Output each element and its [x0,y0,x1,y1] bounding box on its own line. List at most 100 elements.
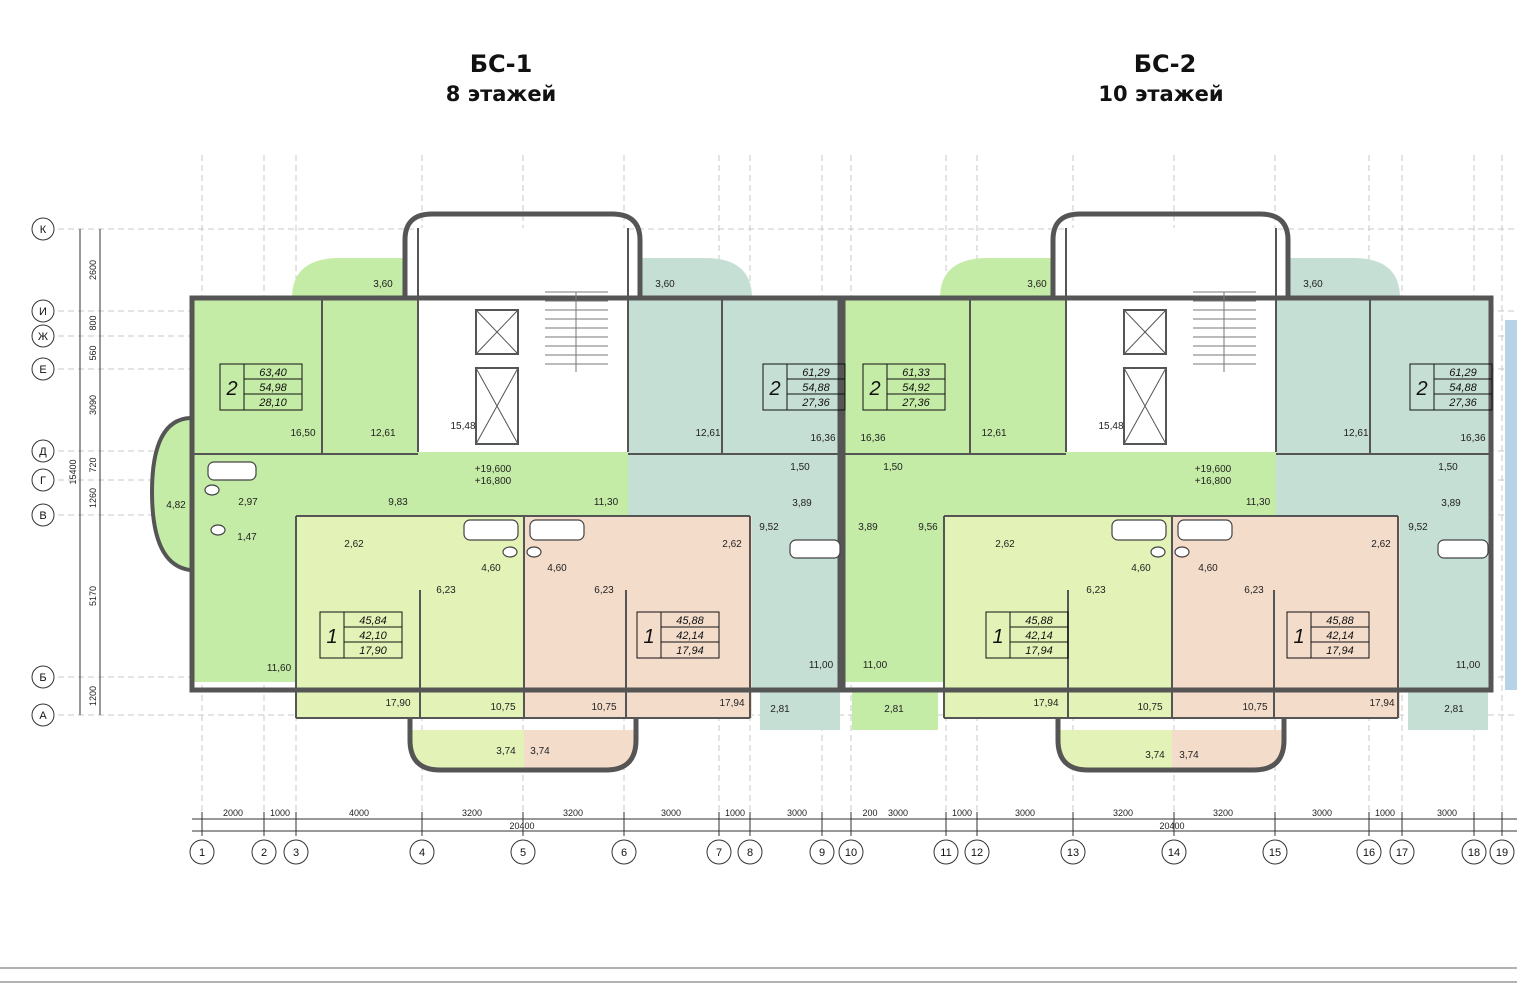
section-floors-bs1: 8 этажей [445,82,557,106]
room-area-label: +19,600 [1195,464,1232,475]
col-axis-marker [737,839,763,865]
row-axis-label: Д [39,446,47,458]
stair-wall [402,211,643,298]
room-fill [296,516,524,718]
room-area-label: 1,47 [237,532,257,543]
section-title-bs2: БС-2 [1133,50,1197,78]
apartment-total-area: 45,88 [1326,615,1354,627]
row-axis-marker [31,665,55,689]
room-area-label: 17,94 [719,698,744,709]
row-axis-marker [31,217,55,241]
room-area-label: 6,23 [594,585,614,596]
apartment-total-area: 45,88 [676,615,704,627]
stair-core [1066,228,1276,452]
room-fill [1066,452,1276,516]
room-area-label: 10,75 [1242,702,1267,713]
room-area-label: 10,75 [1137,702,1162,713]
room-area-label: 3,60 [1027,279,1047,290]
col-axis-marker [251,839,277,865]
toilet [204,484,220,496]
elevator [1123,367,1167,445]
balcony-wall [407,718,639,773]
apartment-room-count: 2 [868,378,880,400]
col-axis-label: 5 [520,847,526,859]
bathtub [463,519,519,541]
room-area-label: 3,60 [655,279,675,290]
col-axis-marker [706,839,732,865]
vertical-dim-label: 3090 [88,395,98,415]
col-axis-label: 18 [1468,847,1480,859]
apartment-room-count: 1 [643,626,654,648]
row-axis-marker [31,468,55,492]
apartment-boxes: 263,4054,9828,10261,2954,8827,36261,3354… [219,363,1493,659]
row-axis-marker [31,703,55,727]
apartment-room-area: 17,94 [1326,645,1354,657]
col-axis-label: 12 [971,847,983,859]
row-axis-label: К [40,224,47,236]
col-axis-marker [1161,839,1187,865]
room-area-label: 16,36 [1460,433,1485,444]
row-axis-label: Ж [38,331,48,343]
section-title-bs1: БС-1 [469,50,533,78]
apartment-box [636,611,720,659]
toilet [210,524,226,536]
horizontal-dim-label: 3000 [1312,808,1332,818]
room-area-label: 11,00 [863,660,888,671]
toilet [1150,546,1166,558]
col-axis-label: 7 [716,847,722,859]
room-area-label: 10,75 [490,702,515,713]
room-area-label: 12,61 [1343,428,1368,439]
toilet [1174,546,1190,558]
horizontal-dim-label: 3000 [888,808,908,818]
row-axis-label: Б [39,672,46,684]
walls [149,211,1494,773]
toilet [502,546,518,558]
room-fill [760,692,840,730]
apartment-living-area: 54,98 [259,382,287,394]
elevator [475,309,519,355]
apartment-total-area: 45,84 [359,615,387,627]
apartment-box [319,611,403,659]
col-axis-label: 1 [199,847,205,859]
room-fills [152,228,1517,770]
balcony-wall [1055,718,1287,773]
col-axis-marker [809,839,835,865]
apartment-box [219,363,303,411]
col-axis-label: 10 [845,847,857,859]
room-area-label: 10,75 [591,702,616,713]
elevator [475,309,519,355]
room-fill [944,516,1172,718]
apartment-box [862,363,946,411]
room-fill [852,692,938,730]
room-area-label: 3,74 [530,746,550,757]
room-area-label: 4,60 [1131,563,1151,574]
apartment-room-count: 2 [768,378,780,400]
apartment-room-area: 17,90 [359,645,387,657]
room-area-label: 9,56 [918,522,938,533]
room-fill [1276,454,1491,516]
vertical-dim-label: 800 [88,315,98,330]
row-axis-label: Е [39,364,46,376]
toilet [526,546,542,558]
stair-wall [1050,211,1291,298]
room-fill [1408,692,1488,730]
room-area-label: 12,61 [695,428,720,439]
apartment-room-area: 17,94 [676,645,704,657]
horizontal-dim-label: 1000 [952,808,972,818]
row-axis-marker [31,439,55,463]
horizontal-dim-label: 2000 [223,808,243,818]
room-area-label: 9,83 [388,497,408,508]
col-axis-marker [189,839,215,865]
room-area-label: 17,94 [1033,698,1058,709]
apartment-room-area: 27,36 [901,397,930,409]
apartment-living-area: 54,88 [802,382,830,394]
row-axis-marker [31,299,55,323]
room-area-label: 11,00 [1456,660,1481,671]
room-area-label: 15,48 [1098,421,1123,432]
room-area-label: 12,61 [981,428,1006,439]
horizontal-dim-label: 200 [862,808,877,818]
col-axis-marker [611,839,637,865]
room-fill [524,516,752,718]
